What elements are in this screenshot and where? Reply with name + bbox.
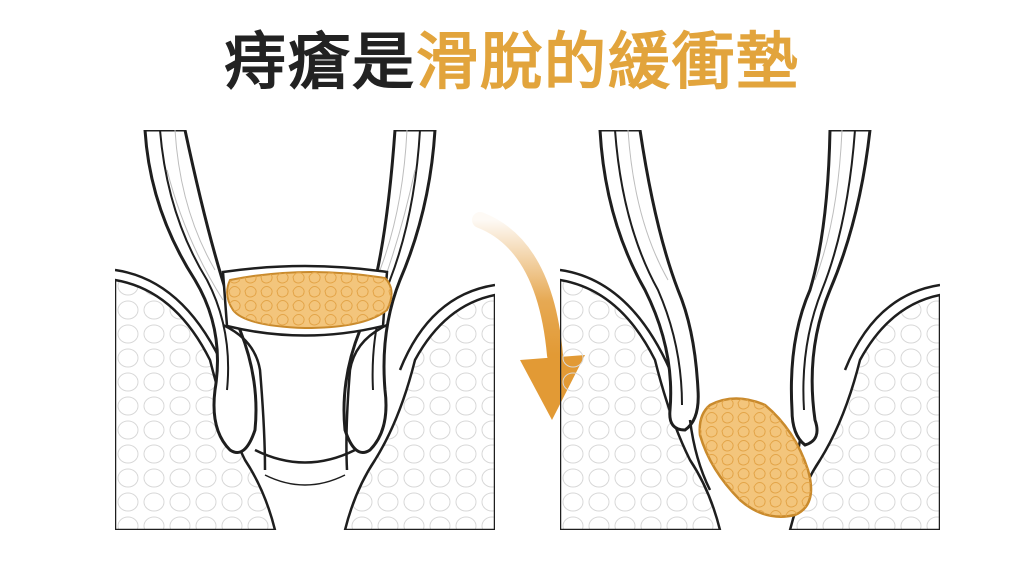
title-part-dark: 痔瘡是 [223, 25, 416, 98]
normal-anal-canal-svg [115, 130, 495, 530]
left-tissue-right [343, 293, 495, 530]
prolapsed-cushion-illustration [560, 130, 940, 530]
title-part-accent: 滑脫的緩衝墊 [416, 25, 801, 98]
normal-cushion-illustration [115, 130, 495, 530]
right-canal-wall-left [598, 130, 700, 432]
right-canal-wall-right [789, 130, 872, 447]
prolapsed-anal-canal-svg [560, 130, 940, 530]
page-title: 痔瘡是滑脫的緩衝墊 [0, 22, 1024, 102]
